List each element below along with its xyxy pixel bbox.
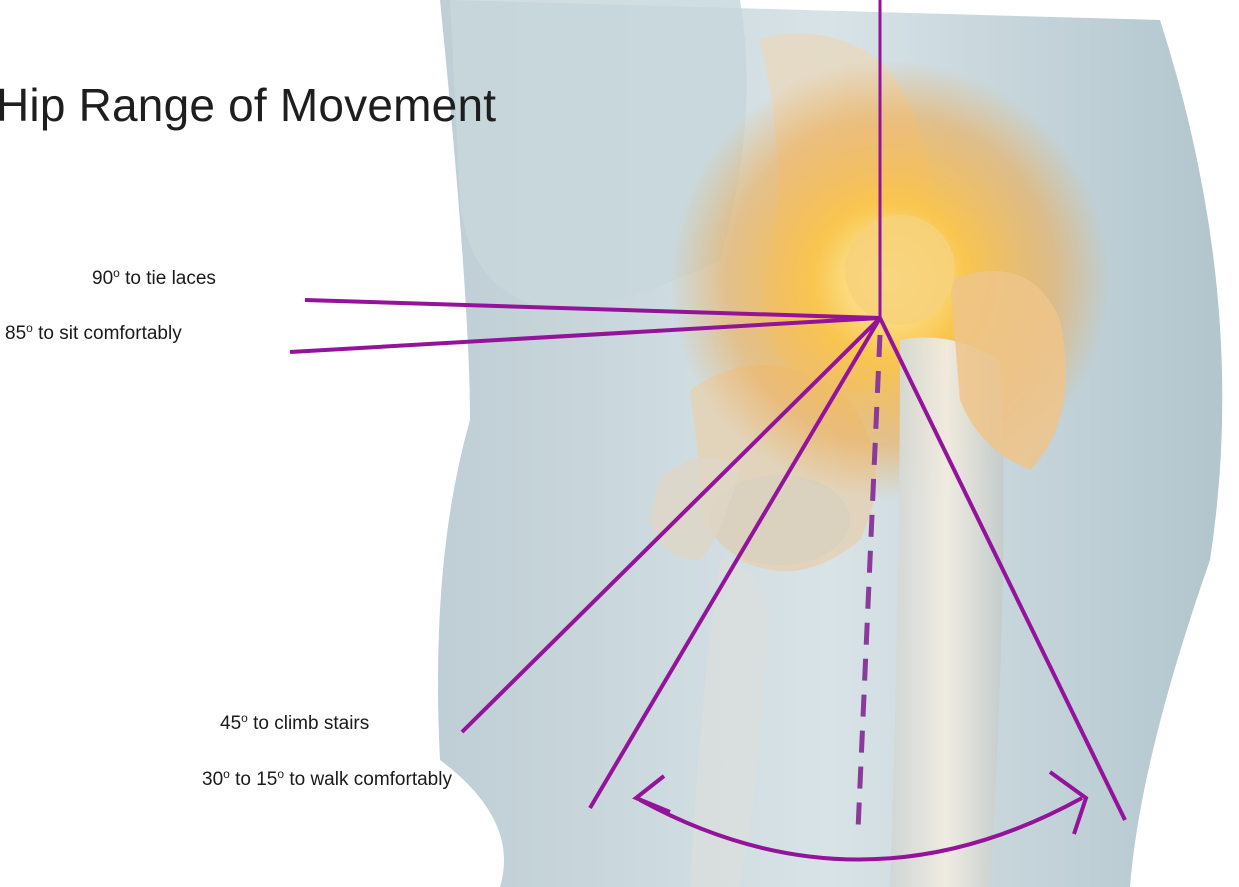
- diagram-title: Hip Range of Movement: [0, 78, 496, 132]
- label-90-degrees: 90o to tie laces: [92, 266, 216, 290]
- label-walking-degrees: 30o to 15o to walk comfortably: [202, 767, 452, 791]
- degrees-mid: to 15: [230, 769, 278, 790]
- degrees-value: 30: [202, 769, 223, 790]
- degree-symbol: o: [26, 321, 33, 335]
- label-85-degrees: 85o to sit comfortably: [5, 321, 182, 345]
- degree-symbol: o: [223, 767, 230, 781]
- degrees-value: 85: [5, 323, 26, 344]
- annotation-text: to tie laces: [120, 268, 216, 289]
- annotation-text: to walk comfortably: [284, 769, 452, 790]
- annotation-text: to sit comfortably: [33, 323, 182, 344]
- degree-symbol: o: [113, 266, 120, 280]
- femoral-head: [845, 215, 955, 325]
- degrees-value: 90: [92, 268, 113, 289]
- degree-symbol: o: [241, 711, 248, 725]
- degrees-value: 45: [220, 713, 241, 734]
- label-45-degrees: 45o to climb stairs: [220, 711, 369, 735]
- annotation-text: to climb stairs: [248, 713, 369, 734]
